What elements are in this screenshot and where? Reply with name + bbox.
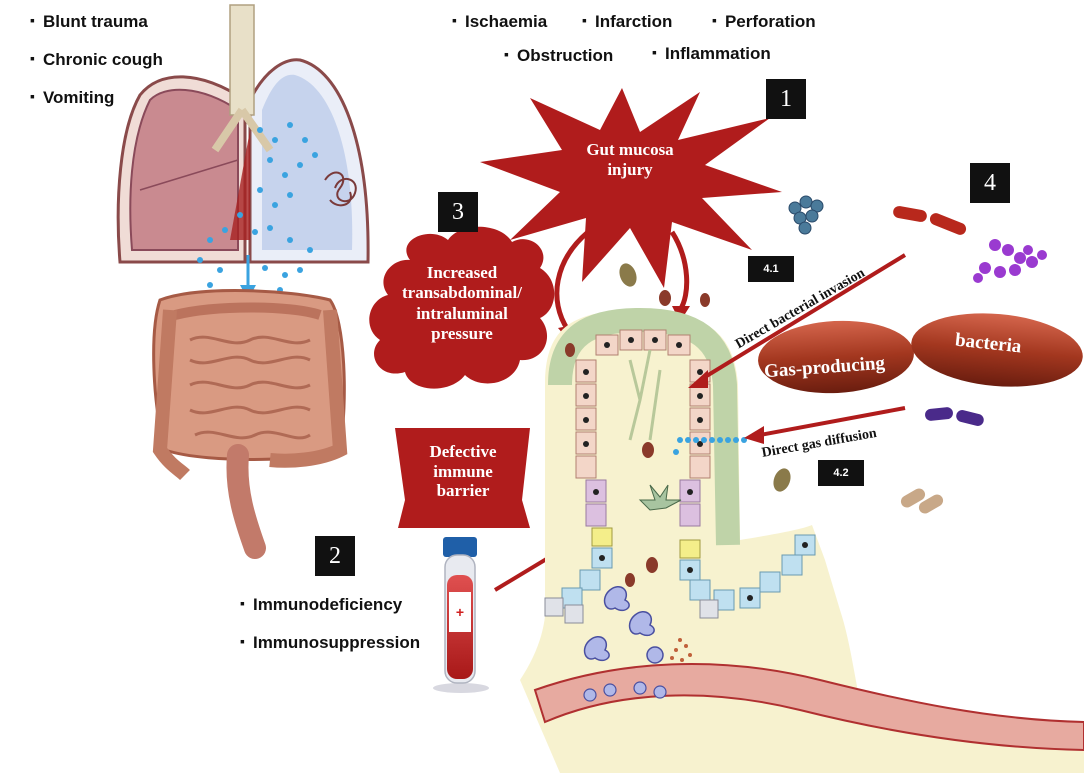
cause-perforation: Perforation	[712, 12, 816, 32]
injury-arrows	[554, 230, 690, 332]
diffusion-arrow	[759, 406, 906, 437]
injury-star-shape	[480, 88, 782, 288]
invasion-arrow	[698, 253, 907, 382]
intestines-illustration	[152, 289, 348, 559]
cause-ischaemia: Ischaemia	[452, 12, 547, 32]
cause-inflammation: Inflammation	[652, 44, 771, 64]
mechanism-4-2-box: 4.2	[818, 460, 864, 486]
injury-label-line1: Gut mucosa	[586, 140, 674, 159]
bacteria-illustrations	[619, 195, 1083, 514]
injury-label: Gut mucosa injury	[572, 140, 688, 179]
cause-vomiting: Vomiting	[30, 88, 114, 108]
immune-label-line3: barrier	[436, 481, 490, 501]
immune-label: Defective immune barrier	[398, 442, 528, 501]
cause-obstruction: Obstruction	[504, 46, 613, 66]
immune-label-line2: immune	[433, 461, 493, 481]
villus-illustration	[520, 290, 1084, 773]
cause-infarction: Infarction	[582, 12, 672, 32]
pressure-label-line2: transabdominal/	[402, 283, 522, 303]
pressure-label-line1: Increased	[426, 263, 498, 282]
cause-chronic-cough: Chronic cough	[30, 50, 163, 70]
immune-barrier-shape	[395, 428, 530, 528]
cause-immunosuppression: Immunosuppression	[240, 633, 420, 653]
pressure-cloud-shape	[369, 226, 555, 389]
mechanism-3-box: 3	[438, 192, 478, 232]
blood-tube-illustration: +	[433, 537, 489, 693]
mechanism-4-box: 4	[970, 163, 1010, 203]
svg-text:+: +	[456, 604, 464, 620]
pressure-label-line4: pressure	[431, 324, 493, 344]
injury-label-line2: injury	[607, 159, 653, 179]
pressure-label-line3: intraluminal	[416, 303, 508, 323]
mechanism-2-box: 2	[315, 536, 355, 576]
cause-immunodeficiency: Immunodeficiency	[240, 595, 402, 615]
mechanism-4-1-box: 4.1	[748, 256, 794, 282]
cause-blunt-trauma: Blunt trauma	[30, 12, 148, 32]
pressure-label: Increased transabdominal/ intraluminal p…	[378, 263, 546, 345]
mechanism-1-box: 1	[766, 79, 806, 119]
immune-label-line1: Defective	[429, 442, 497, 461]
lungs-illustration	[116, 4, 370, 300]
